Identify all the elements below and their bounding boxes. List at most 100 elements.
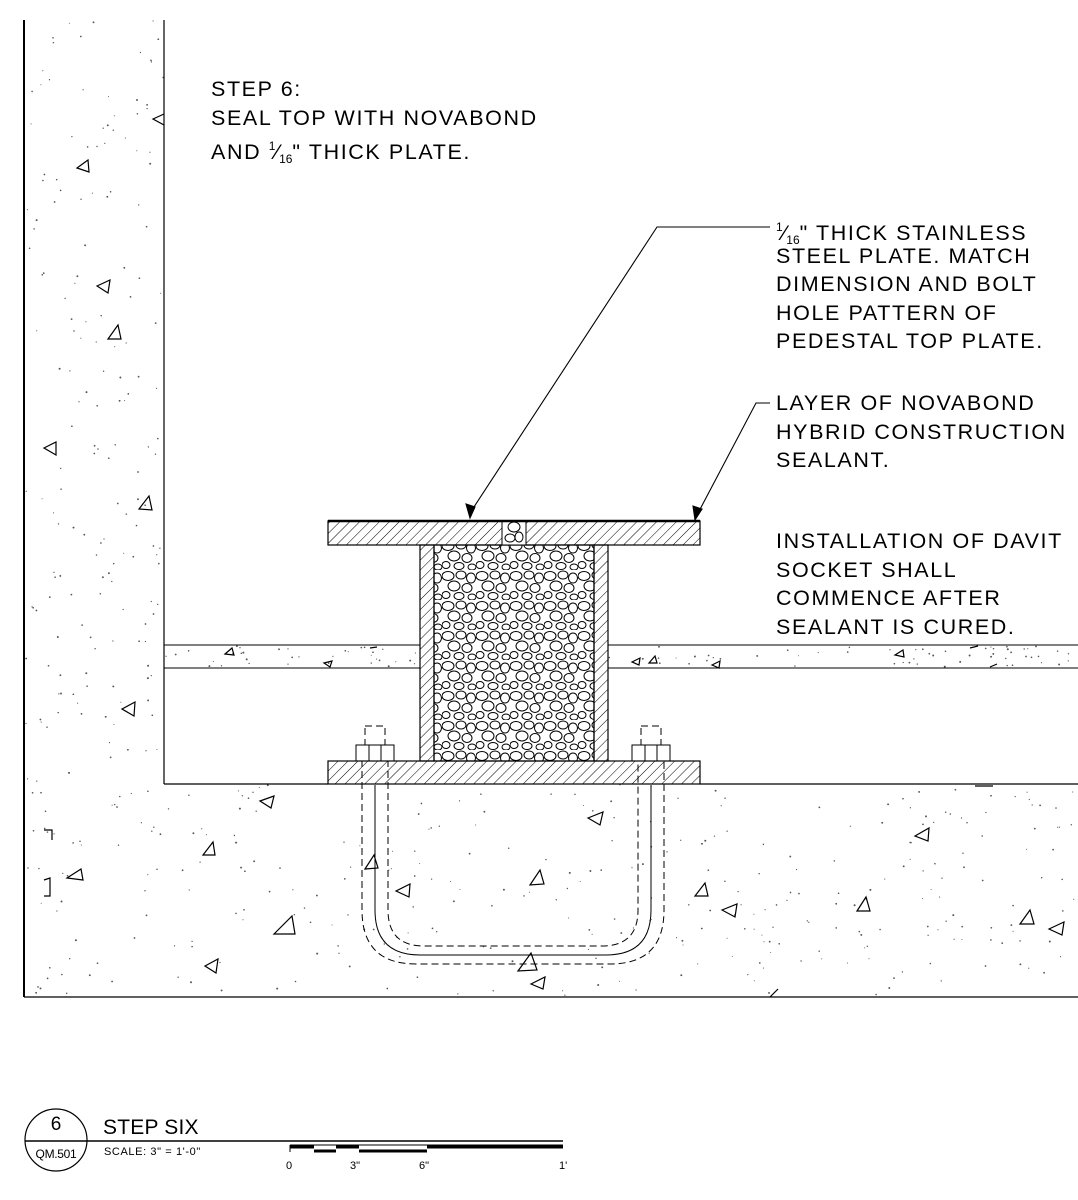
stipple-dot — [866, 945, 869, 948]
scale-label: SCALE: 3" = 1'-0" — [104, 1146, 201, 1158]
stipple-dot — [875, 993, 877, 996]
stipple-dot — [113, 115, 115, 117]
stipple-dot — [846, 651, 849, 653]
stipple-dot — [523, 895, 525, 897]
stipple-dot — [151, 714, 154, 717]
stipple-dot — [240, 652, 243, 654]
stipple-dot — [96, 962, 99, 965]
stipple-dot — [908, 661, 911, 664]
concrete-stipple — [25, 20, 1075, 996]
stipple-dot — [420, 802, 423, 805]
stipple-dot — [1043, 971, 1046, 974]
stipple-dot — [25, 657, 28, 660]
stipple-dot — [52, 41, 55, 44]
stipple-dot — [922, 870, 924, 872]
stipple-dot — [419, 863, 421, 865]
sealant-note-line: HYBRID CONSTRUCTION — [776, 419, 1067, 444]
leader-lines — [465, 226, 770, 522]
stipple-dot — [1067, 660, 1069, 662]
stipple-dot — [147, 790, 149, 793]
stipple-dot — [86, 146, 89, 148]
stipple-dot — [93, 452, 96, 455]
stipple-dot — [707, 654, 710, 657]
stipple-dot — [95, 554, 98, 556]
stipple-dot — [46, 831, 49, 833]
stipple-dot — [1055, 807, 1057, 809]
stipple-dot — [666, 851, 668, 853]
stipple-dot — [120, 701, 122, 703]
stipple-dot — [740, 904, 742, 906]
stipple-dot — [753, 980, 755, 982]
stipple-dot — [789, 891, 792, 894]
stipple-dot — [192, 832, 195, 835]
stipple-dot — [927, 934, 929, 936]
stipple-dot — [990, 939, 992, 941]
stipple-dot — [155, 387, 158, 389]
stipple-dot — [574, 793, 576, 796]
stipple-dot — [414, 850, 416, 852]
stipple-dot — [125, 342, 127, 344]
stipple-dot — [156, 748, 158, 751]
stipple-dot — [109, 756, 112, 759]
stipple-dot — [42, 272, 45, 274]
stipple-dot — [848, 646, 851, 649]
stipple-dot — [122, 608, 124, 611]
stipple-dot — [44, 810, 47, 813]
stipple-dot — [235, 841, 238, 844]
stipple-dot — [414, 652, 416, 654]
stipple-dot — [40, 902, 42, 904]
stipple-dot — [208, 665, 211, 668]
step-note-text: AND — [211, 140, 269, 164]
stipple-dot — [363, 646, 366, 649]
stipple-dot — [112, 640, 114, 642]
stipple-dot — [747, 973, 749, 976]
plate-note: 1⁄16" THICK STAINLESS STEEL PLATE. MATCH… — [776, 213, 1044, 356]
stipple-dot — [88, 974, 91, 977]
stipple-dot — [279, 867, 281, 869]
stipple-dot — [74, 939, 77, 942]
stipple-dot — [156, 603, 159, 606]
stipple-dot — [1052, 848, 1054, 851]
stipple-dot — [258, 786, 260, 788]
stipple-dot — [658, 645, 660, 648]
stipple-dot — [95, 341, 97, 343]
scale-tick-label: 6" — [419, 1160, 430, 1172]
stipple-dot — [984, 647, 987, 650]
stipple-dot — [682, 944, 684, 946]
fraction: 1⁄16 — [776, 220, 800, 247]
stipple-dot — [1027, 648, 1029, 650]
stipple-dot — [81, 624, 83, 626]
stipple-dot — [25, 490, 27, 492]
stipple-dot — [79, 840, 81, 842]
stipple-dot — [680, 839, 682, 841]
stipple-dot — [1012, 904, 1014, 907]
stipple-dot — [613, 918, 616, 920]
stipple-dot — [704, 839, 707, 842]
stipple-dot — [835, 927, 838, 929]
stipple-dot — [406, 948, 409, 950]
stipple-dot — [31, 90, 33, 93]
stipple-dot — [89, 636, 92, 639]
stipple-dot — [294, 980, 297, 983]
stipple-dot — [60, 900, 63, 903]
stipple-dot — [32, 606, 35, 609]
stipple-dot — [724, 797, 726, 799]
stipple-dot — [392, 850, 394, 852]
stipple-dot — [152, 545, 155, 547]
stipple-dot — [1019, 963, 1022, 966]
stipple-dot — [378, 659, 381, 662]
title-block — [24, 1108, 563, 1172]
stipple-dot — [1025, 848, 1028, 850]
stipple-dot — [111, 804, 113, 806]
stipple-dot — [835, 902, 838, 905]
stipple-dot — [491, 904, 493, 907]
stipple-dot — [489, 947, 492, 949]
stipple-dot — [119, 795, 121, 798]
stipple-dot — [239, 647, 241, 649]
stipple-dot — [53, 571, 55, 573]
stipple-dot — [160, 292, 162, 294]
step-note: STEP 6: SEAL TOP WITH NOVABOND AND 1⁄16"… — [211, 75, 538, 166]
stipple-dot — [56, 636, 59, 638]
stipple-dot — [60, 692, 62, 695]
stipple-dot — [150, 600, 152, 603]
